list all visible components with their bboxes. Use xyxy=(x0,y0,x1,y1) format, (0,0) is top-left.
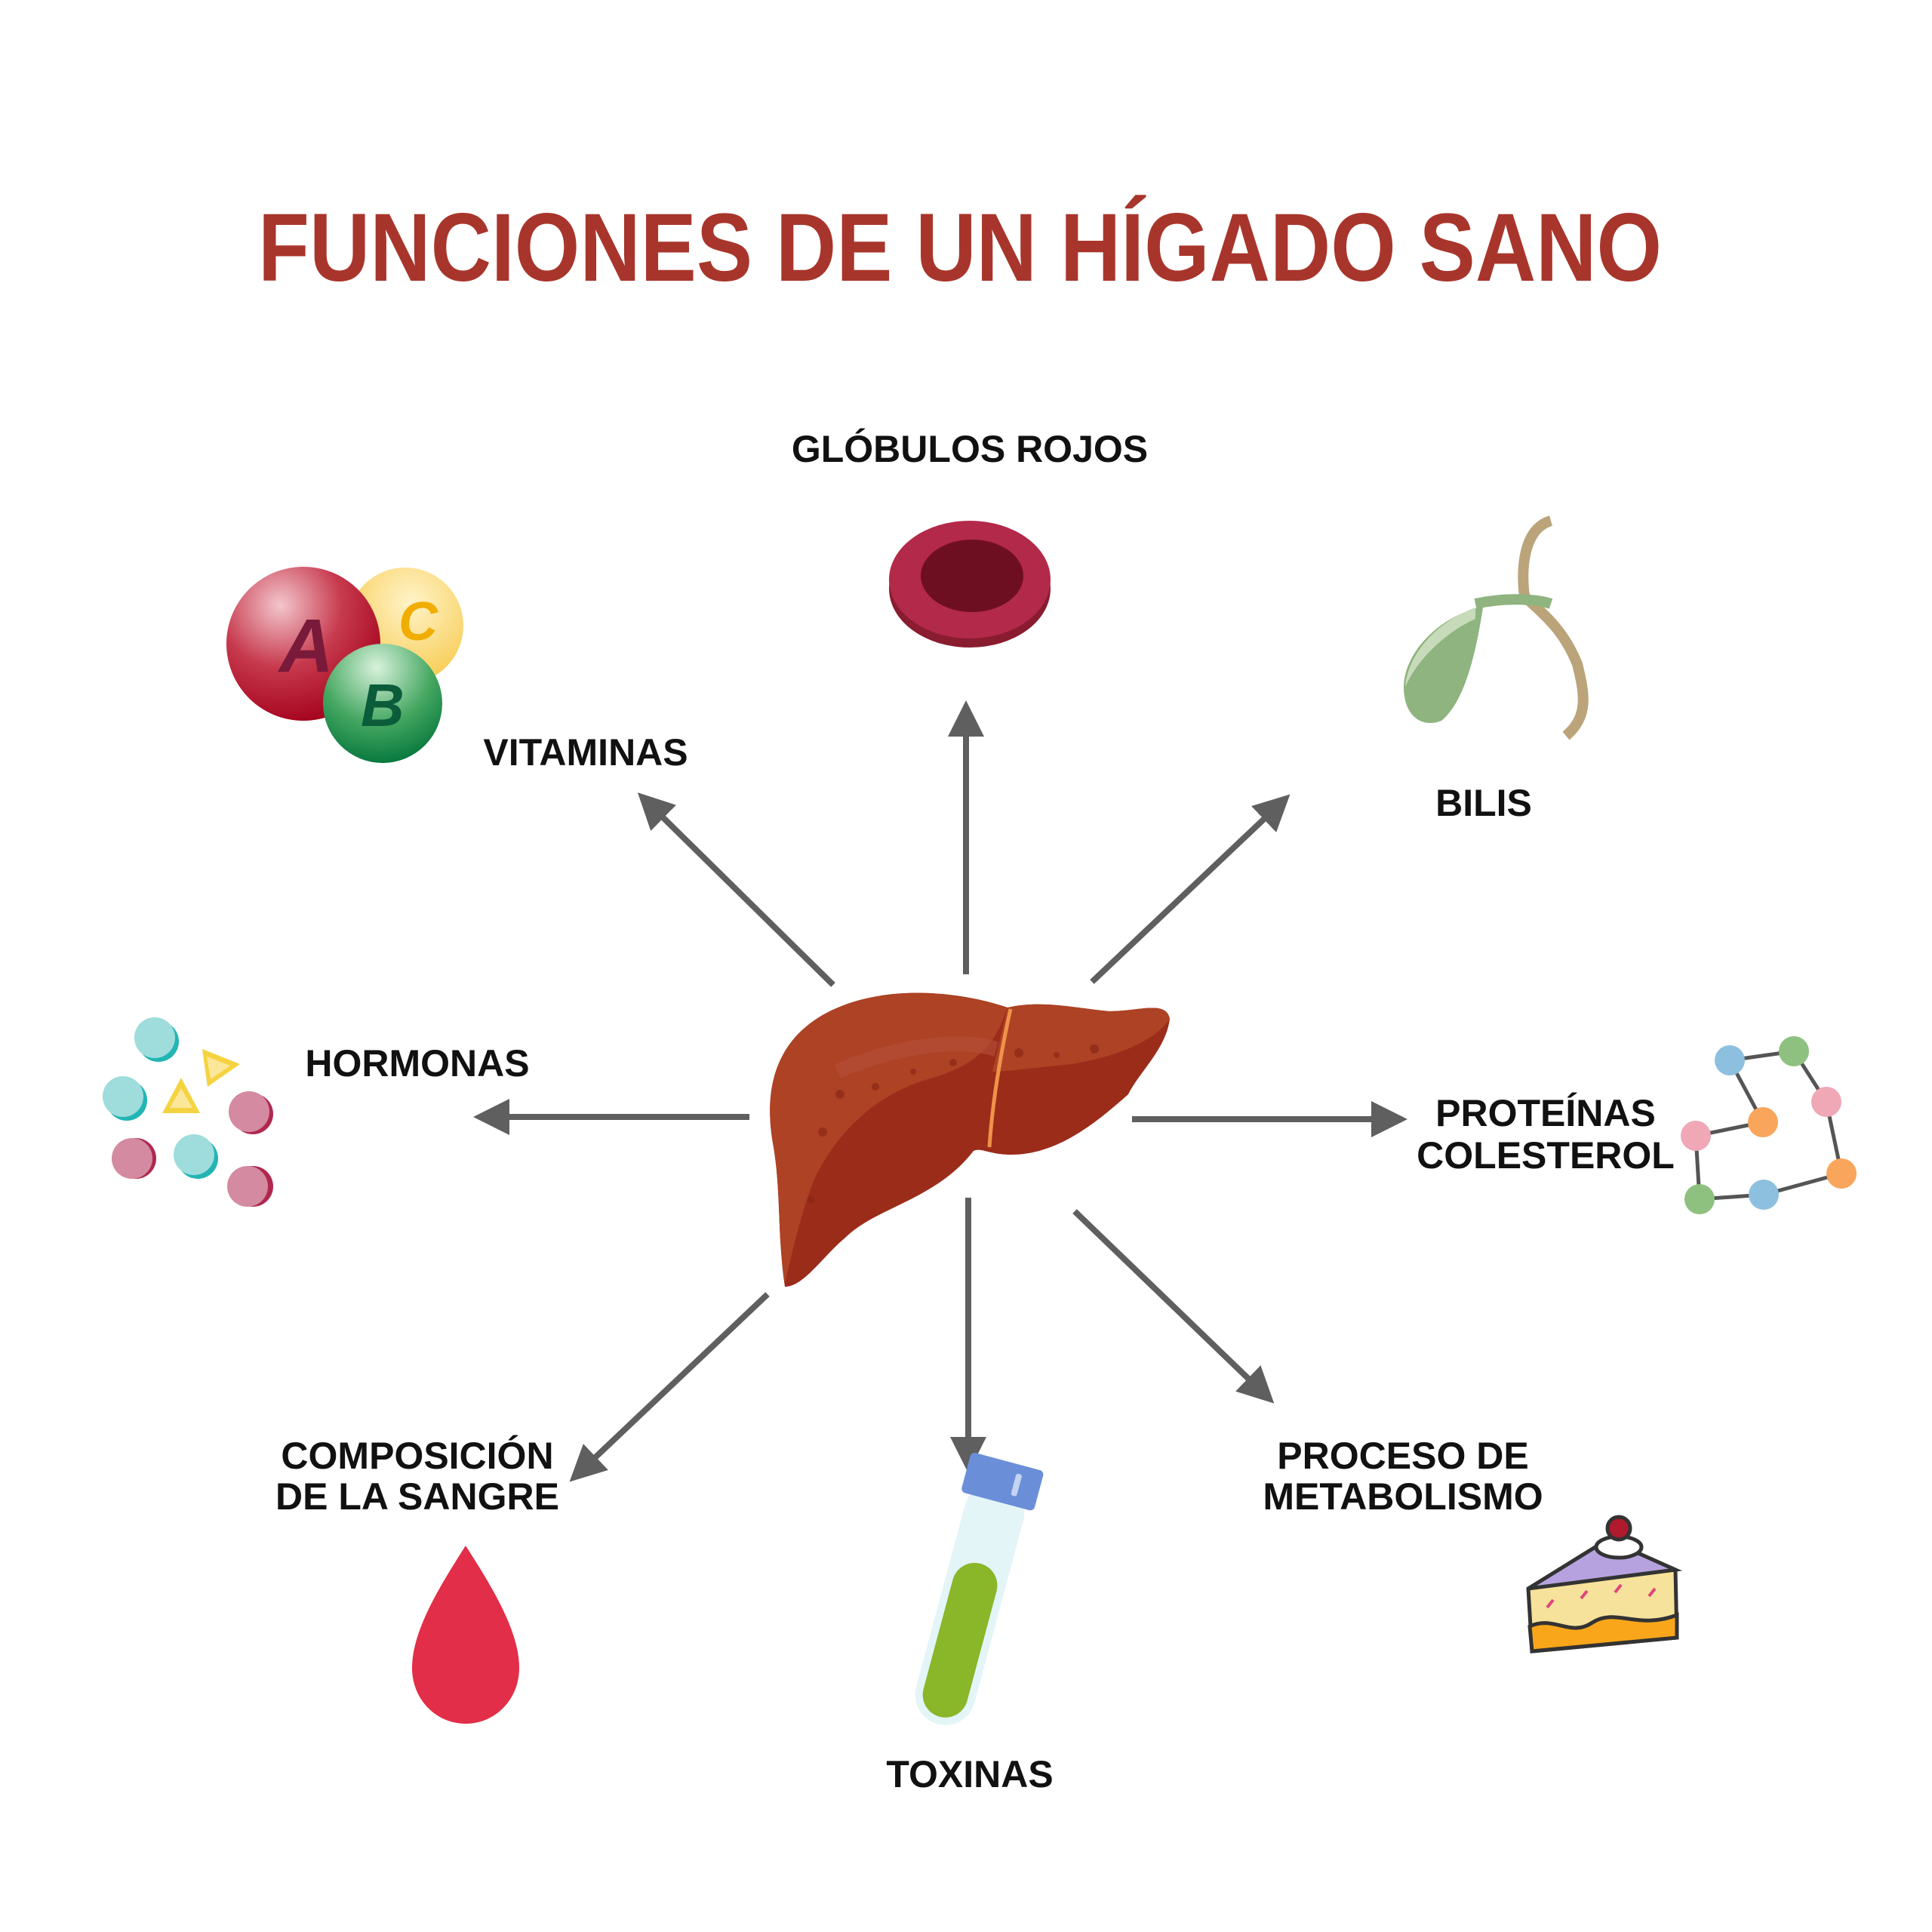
label-metabolismo: METABOLISMO xyxy=(1263,1475,1543,1518)
label-vitaminas: VITAMINAS xyxy=(483,731,688,774)
cake-icon xyxy=(1526,1515,1683,1654)
label-toxinas: TOXINAS xyxy=(886,1753,1053,1795)
label-globulos-rojos: GLÓBULOS ROJOS xyxy=(792,428,1148,470)
protein-chain-icon xyxy=(1681,1036,1857,1214)
red-blood-cell-icon xyxy=(889,521,1051,648)
vitamins-icon: C A B xyxy=(226,567,463,763)
label-colesterol: COLESTEROL xyxy=(1417,1134,1675,1177)
page-title: FUNCIONES DE UN HÍGADO SANO xyxy=(258,194,1662,302)
label-de-la-sangre: DE LA SANGRE xyxy=(275,1475,559,1518)
liver-icon xyxy=(770,992,1170,1287)
label-proceso-de: PROCESO DE xyxy=(1277,1435,1528,1477)
vitamin-letter-c: C xyxy=(398,592,438,652)
arrow-up-right xyxy=(1090,794,1291,984)
blood-drop-icon xyxy=(412,1546,519,1724)
arrow-up-left xyxy=(637,792,835,987)
label-bilis: BILIS xyxy=(1435,782,1532,824)
label-composicion: COMPOSICIÓN xyxy=(281,1435,553,1477)
arrows xyxy=(473,700,1407,1482)
hormones-icon xyxy=(103,1017,273,1207)
test-tube-icon xyxy=(915,1453,1044,1725)
arrow-down-left xyxy=(569,1292,770,1482)
vitamin-letter-a: A xyxy=(277,604,334,688)
label-hormonas: HORMONAS xyxy=(305,1042,529,1084)
label-proteinas: PROTEÍNAS xyxy=(1435,1092,1656,1134)
gallbladder-icon xyxy=(1404,515,1589,740)
vitamin-letter-b: B xyxy=(361,672,405,739)
arrow-down-right xyxy=(1072,1209,1275,1404)
